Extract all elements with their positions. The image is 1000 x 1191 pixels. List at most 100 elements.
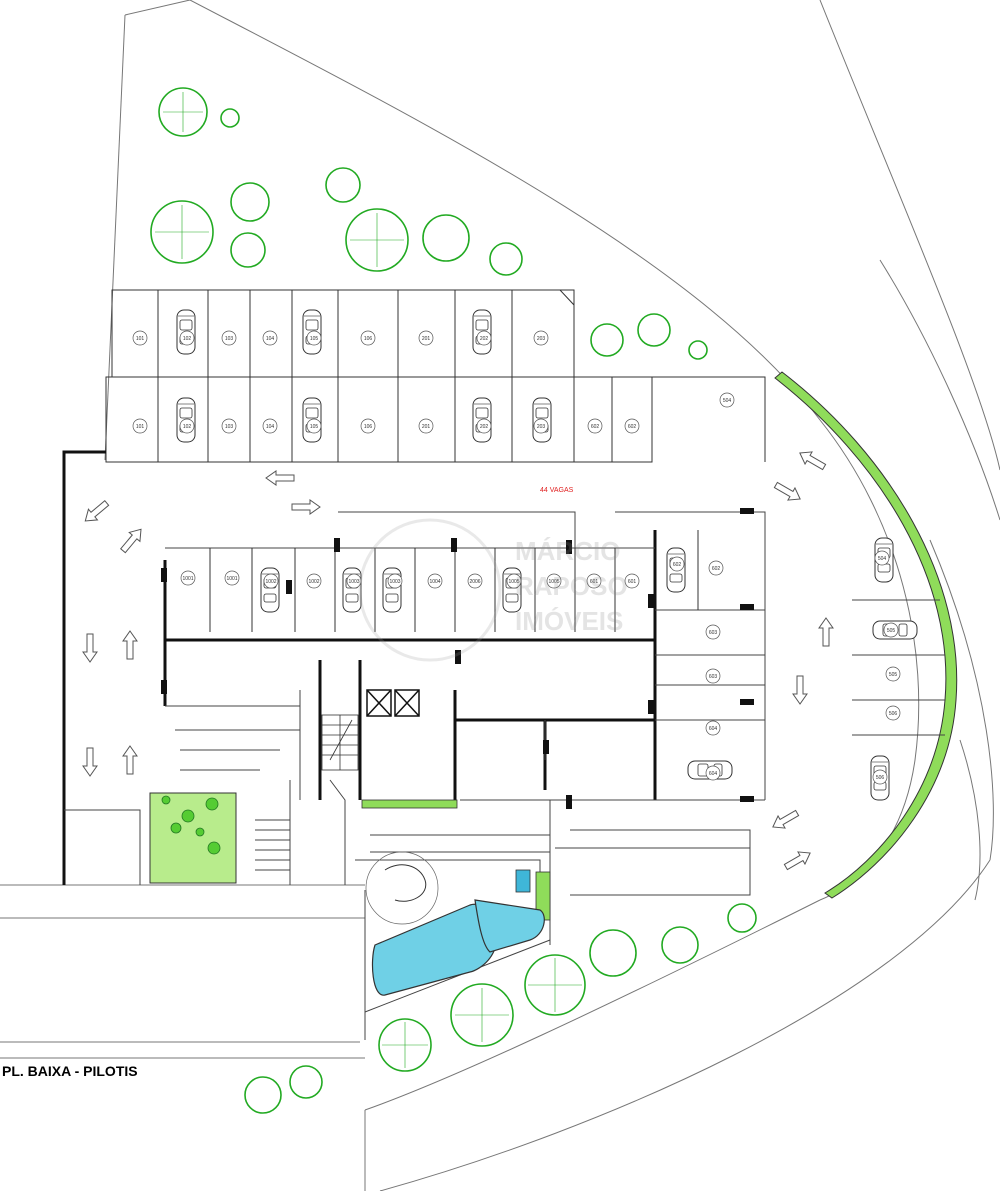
parking-number: 504 <box>878 556 887 562</box>
parking-number-badge <box>224 570 240 586</box>
parking-number-badge <box>360 418 376 434</box>
parking-number: 104 <box>266 424 275 430</box>
parking-number-badge <box>705 668 721 684</box>
parking-number-badge <box>132 330 148 346</box>
tree-texture <box>155 92 582 1068</box>
parking-number: 1004 <box>429 579 440 585</box>
parking-number-badge <box>546 573 562 589</box>
parking-number-badge <box>533 330 549 346</box>
svg-text:MÁRCIO: MÁRCIO <box>515 536 620 566</box>
parking-number-badge <box>262 330 278 346</box>
parking-number-badge <box>587 418 603 434</box>
parking-number: 1002 <box>265 579 276 585</box>
parking-number: 106 <box>364 424 373 430</box>
parking-number-badge <box>132 418 148 434</box>
parking-number-badge <box>586 573 602 589</box>
top-parking-block <box>105 289 766 463</box>
parking-number: 201 <box>422 336 431 342</box>
parking-number-badge <box>624 573 640 589</box>
parking-number: 202 <box>480 424 489 430</box>
parking-number-badge <box>306 573 322 589</box>
parking-number-badge <box>874 550 890 566</box>
parking-number: 202 <box>480 336 489 342</box>
vagas-count: 44 VAGAS <box>540 487 574 494</box>
parking-number: 602 <box>673 562 682 568</box>
parking-number: 102 <box>183 336 192 342</box>
parking-number: 602 <box>628 424 637 430</box>
parking-number: 504 <box>723 398 732 404</box>
parking-number: 505 <box>887 628 896 634</box>
parking-number-badge <box>708 560 724 576</box>
parking-number-badge <box>885 705 901 721</box>
watermark: MÁRCIO RAPOSO IMÓVEIS <box>358 518 628 662</box>
parking-number-badge <box>624 418 640 434</box>
parking-number-badge <box>262 418 278 434</box>
parking-number-badge <box>179 418 195 434</box>
green-strip <box>774 371 958 899</box>
parking-number: 105 <box>310 336 319 342</box>
parking-number-badge <box>346 573 362 589</box>
parking-number-badge <box>221 418 237 434</box>
parking-number: 604 <box>709 771 718 777</box>
parking-number: 103 <box>225 424 234 430</box>
parking-number-badge <box>533 418 549 434</box>
parking-number-badge <box>885 666 901 682</box>
parking-number-badge <box>179 330 195 346</box>
svg-text:RAPOSO: RAPOSO <box>515 571 628 601</box>
parking-number: 604 <box>709 726 718 732</box>
parking-number: 505 <box>889 672 898 678</box>
parking-number-badge <box>467 573 483 589</box>
parking-number-badge <box>306 330 322 346</box>
parking-number: 101 <box>136 424 145 430</box>
green-strip-small <box>361 799 458 809</box>
garden-trees <box>161 795 221 855</box>
parking-number-badge <box>360 330 376 346</box>
parking-number: 602 <box>712 566 721 572</box>
parking-number: 1002 <box>308 579 319 585</box>
parking-number-badge <box>705 720 721 736</box>
tree-icon <box>150 87 757 1114</box>
parking-number-badge <box>506 573 522 589</box>
parking-number-badge <box>387 573 403 589</box>
parking-number: 1005 <box>548 579 559 585</box>
parking-number-badge <box>669 556 685 572</box>
pool-icon <box>365 851 545 996</box>
parking-number: 106 <box>364 336 373 342</box>
parking-number-badge <box>418 330 434 346</box>
parking-number: 506 <box>889 711 898 717</box>
elevator-icon <box>366 689 420 717</box>
parking-number-badge <box>872 769 888 785</box>
parking-number: 102 <box>183 424 192 430</box>
stair-icon <box>321 714 359 771</box>
parking-number: 203 <box>537 336 546 342</box>
parking-number-badge <box>306 418 322 434</box>
parking-number: 2006 <box>469 579 480 585</box>
parking-number: 601 <box>590 579 599 585</box>
parking-number: 603 <box>709 630 718 636</box>
parking-number-badge <box>476 418 492 434</box>
pillars <box>161 508 754 809</box>
parking-number: 601 <box>628 579 637 585</box>
plan-title: PL. BAIXA - PILOTIS <box>2 1063 138 1079</box>
parking-number-badge <box>476 330 492 346</box>
parking-number: 1003 <box>348 579 359 585</box>
parking-number: 1005 <box>508 579 519 585</box>
parking-number: 506 <box>876 775 885 781</box>
parking-number-badge <box>418 418 434 434</box>
parking-number: 104 <box>266 336 275 342</box>
garden-planter <box>149 792 237 884</box>
parking-number: 1003 <box>389 579 400 585</box>
parking-number-badge <box>705 624 721 640</box>
parking-number-badge <box>883 622 899 638</box>
water-box <box>515 869 531 893</box>
parking-number: 203 <box>537 424 546 430</box>
parking-number: 201 <box>422 424 431 430</box>
svg-text:IMÓVEIS: IMÓVEIS <box>515 606 623 636</box>
parking-number-badge <box>221 330 237 346</box>
parking-number-badge <box>427 573 443 589</box>
parking-number: 602 <box>591 424 600 430</box>
parking-number-badge <box>180 570 196 586</box>
